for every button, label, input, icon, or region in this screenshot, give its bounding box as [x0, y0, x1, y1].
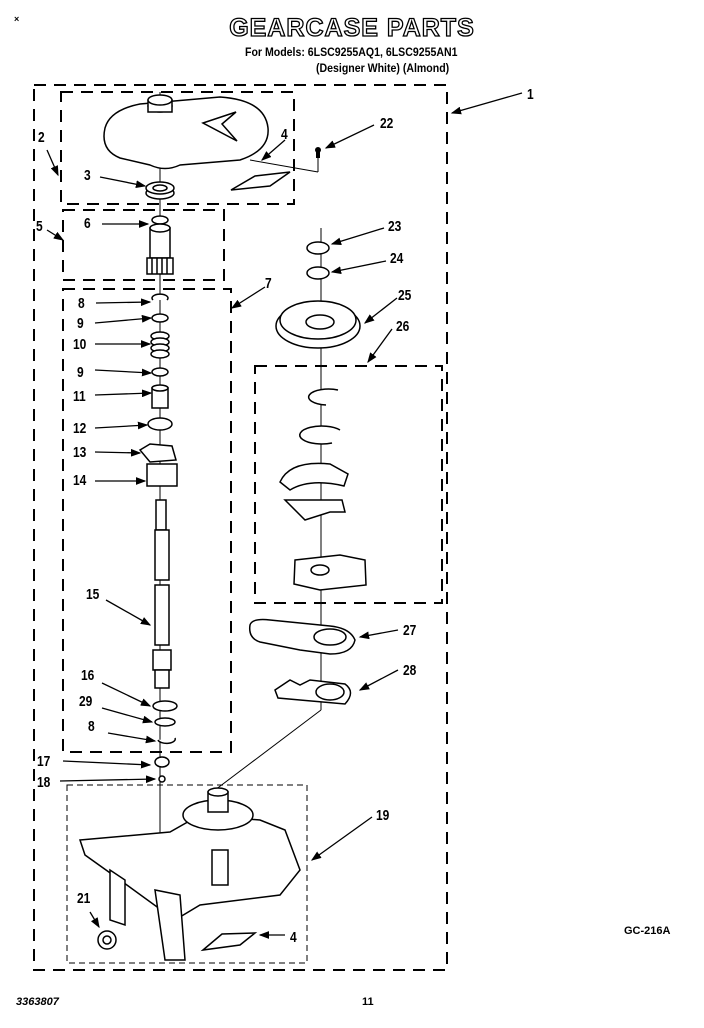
assembly-box-5 — [62, 209, 225, 281]
callout-4-second[interactable]: 4 — [290, 929, 297, 946]
callout-2[interactable]: 2 — [38, 129, 45, 146]
corner-mark: × — [14, 14, 20, 24]
assembly-box-1 — [33, 84, 448, 971]
assembly-box-26 — [254, 365, 443, 604]
doc-number: 3363807 — [16, 996, 59, 1008]
callout-16[interactable]: 16 — [81, 667, 95, 684]
callout-15[interactable]: 15 — [86, 586, 100, 603]
callout-12[interactable]: 12 — [73, 420, 87, 437]
assembly-box-7 — [62, 288, 232, 753]
callout-9-second[interactable]: 9 — [77, 364, 84, 381]
callout-8[interactable]: 8 — [78, 295, 85, 312]
callout-25[interactable]: 25 — [398, 287, 412, 304]
callout-1[interactable]: 1 — [527, 86, 534, 103]
callout-8-second[interactable]: 8 — [88, 718, 95, 735]
callout-11[interactable]: 11 — [73, 388, 86, 405]
callout-14[interactable]: 14 — [73, 472, 87, 489]
callout-27[interactable]: 27 — [403, 622, 417, 639]
colors-line: (Designer White) (Almond) — [316, 61, 450, 75]
callout-21[interactable]: 21 — [77, 890, 91, 907]
callout-6[interactable]: 6 — [84, 215, 91, 232]
callout-26[interactable]: 26 — [396, 318, 410, 335]
callout-29[interactable]: 29 — [79, 693, 93, 710]
callout-9[interactable]: 9 — [77, 315, 84, 332]
callout-18[interactable]: 18 — [37, 774, 51, 791]
callout-17[interactable]: 17 — [37, 753, 51, 770]
assembly-box-2 — [60, 91, 295, 205]
page-title: GEARCASE PARTS — [229, 13, 475, 42]
diagram-code: GC-216A — [624, 925, 671, 937]
callout-5[interactable]: 5 — [36, 218, 43, 235]
callout-19[interactable]: 19 — [376, 807, 390, 824]
callout-10[interactable]: 10 — [73, 336, 87, 353]
callout-24[interactable]: 24 — [390, 250, 404, 267]
callout-28[interactable]: 28 — [403, 662, 417, 679]
callout-22[interactable]: 22 — [380, 115, 394, 132]
callout-3[interactable]: 3 — [84, 167, 91, 184]
callout-13[interactable]: 13 — [73, 444, 87, 461]
callout-23[interactable]: 23 — [388, 218, 402, 235]
models-line: For Models: 6LSC9255AQ1, 6LSC9255AN1 — [245, 45, 458, 59]
callout-4[interactable]: 4 — [281, 126, 288, 143]
callout-7[interactable]: 7 — [265, 275, 272, 292]
assembly-box-19 — [66, 784, 308, 964]
page-number: 11 — [362, 996, 374, 1008]
